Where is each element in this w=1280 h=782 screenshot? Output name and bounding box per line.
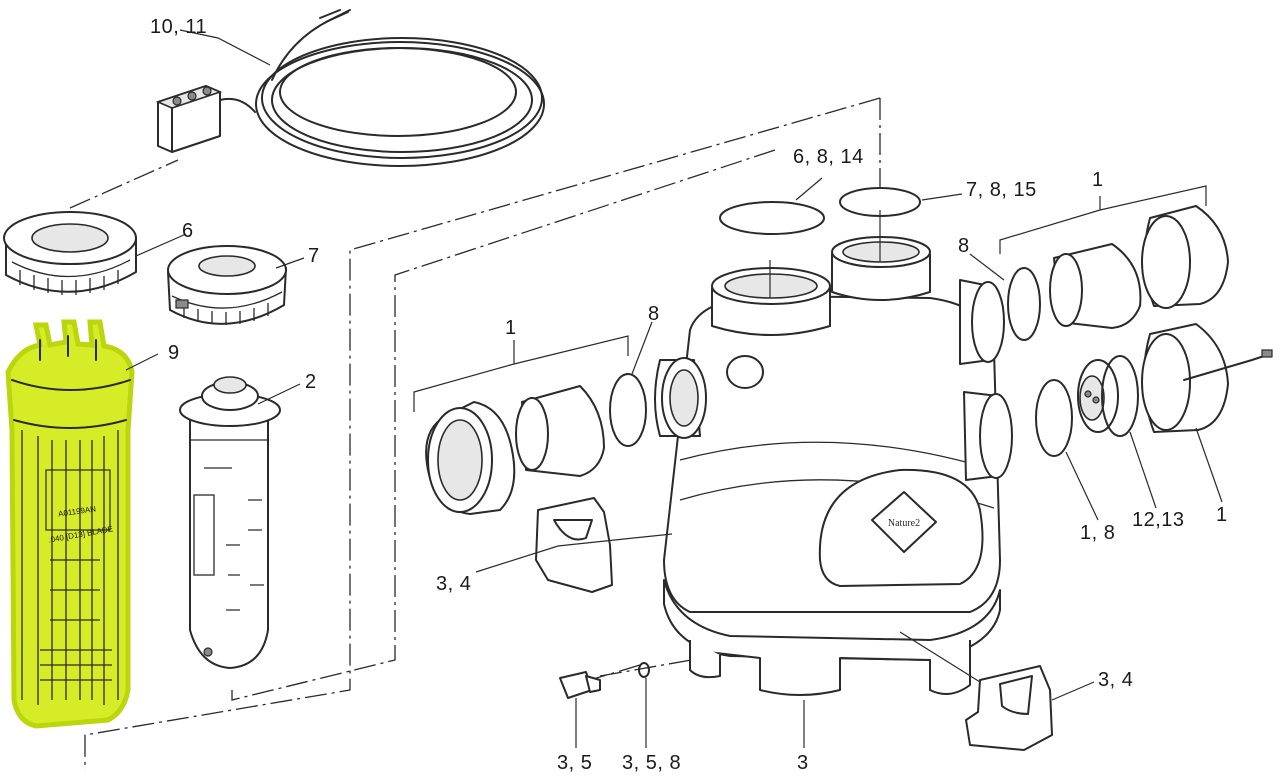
callout-7-left: 7 — [308, 245, 320, 267]
callout-1-left: 1 — [505, 317, 517, 339]
callout-3-bottom: 3 — [797, 752, 809, 774]
cell-cap-6 — [3, 211, 137, 295]
valve-body: Nature2 — [654, 236, 1013, 696]
drain-plug-and-washer — [559, 662, 650, 699]
callout-3-5-8: 3, 5, 8 — [622, 752, 682, 774]
callout-2: 2 — [305, 371, 317, 393]
callout-6-8-14: 6, 8, 14 — [793, 146, 864, 168]
callout-12-13: 12,13 — [1132, 509, 1185, 531]
o-rings-top — [719, 187, 921, 235]
body-logo-text: Nature2 — [888, 518, 920, 529]
callout-8-right: 8 — [958, 235, 970, 257]
callout-9: 9 — [168, 342, 180, 364]
power-cable-coil — [155, 9, 545, 167]
callout-3-4-left: 3, 4 — [436, 573, 472, 595]
callout-7-8-15: 7, 8, 15 — [966, 179, 1037, 201]
callout-3-5: 3, 5 — [557, 752, 593, 774]
callout-1-top: 1 — [1092, 169, 1104, 191]
callout-10-11: 10, 11 — [150, 16, 208, 38]
leader-lines — [125, 29, 1223, 748]
mounting-brackets — [535, 497, 1053, 751]
right-union-assembly — [1007, 205, 1273, 457]
salt-cell-9-highlighted — [5, 319, 135, 729]
callout-1-8: 1, 8 — [1080, 522, 1116, 544]
callout-6-left: 6 — [182, 220, 194, 242]
flow-sensor-2 — [179, 376, 281, 669]
sensor-cap-7 — [167, 245, 287, 325]
left-union-assembly — [425, 373, 647, 515]
callout-1-right: 1 — [1216, 504, 1228, 526]
callout-3-4-right: 3, 4 — [1098, 669, 1134, 691]
callout-8-left: 8 — [648, 303, 660, 325]
assembly-guide-lines — [69, 97, 881, 770]
